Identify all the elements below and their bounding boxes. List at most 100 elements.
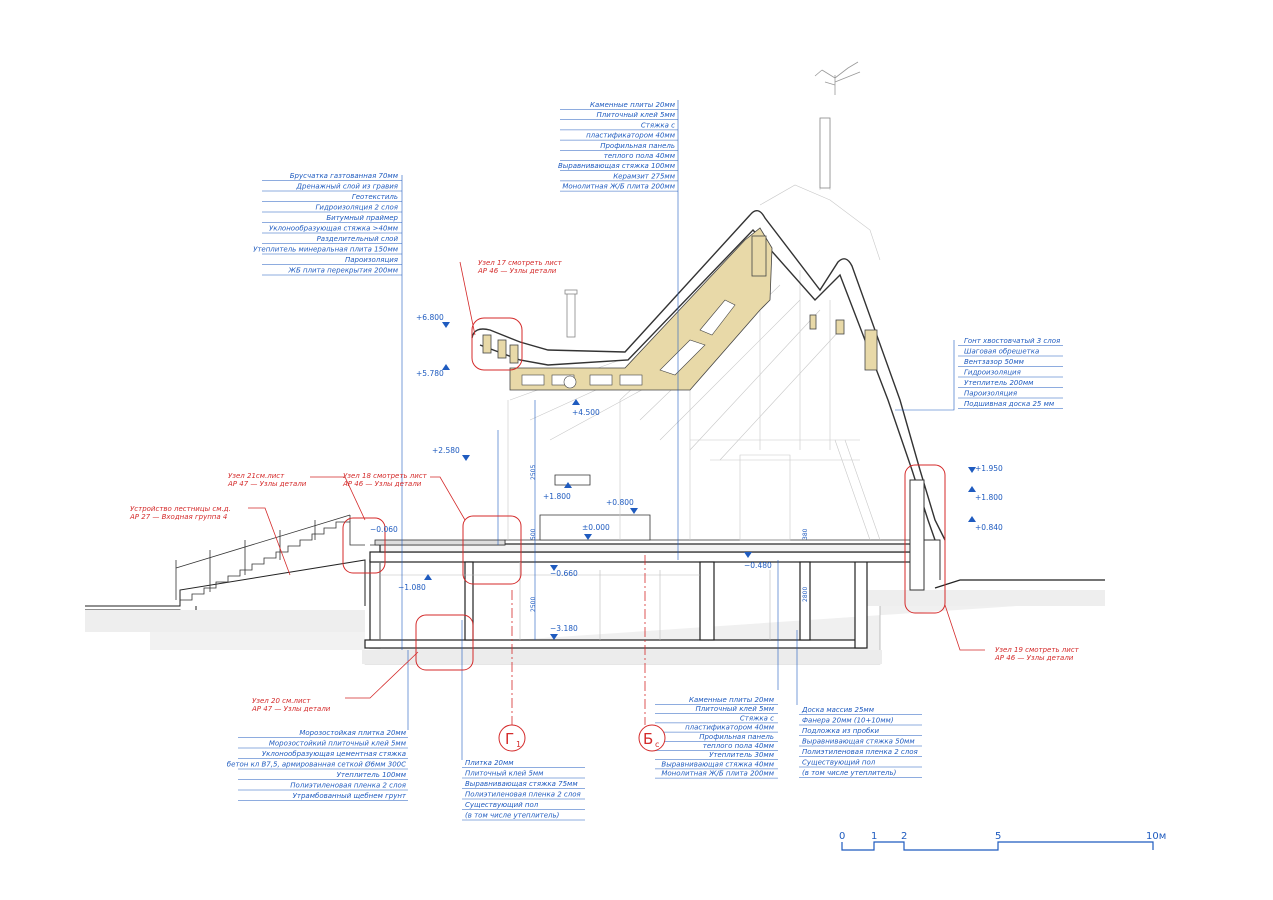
callout-line: Стяжка с (740, 714, 774, 722)
callout-line: ЖБ плита перекрытия 200мм (287, 267, 398, 275)
svg-text:2500: 2500 (530, 597, 537, 612)
svg-text:+6.800: +6.800 (416, 313, 444, 322)
svg-text:0: 0 (839, 831, 845, 842)
chimney (564, 117, 831, 338)
svg-text:10м: 10м (1146, 831, 1166, 842)
callout-line: теплого пола 40мм (703, 742, 775, 750)
svg-text:АР 47 — Узлы детали: АР 47 — Узлы детали (227, 480, 307, 488)
callout-line: Утеплитель 30мм (709, 751, 775, 759)
callout-line: Утеплитель 200мм (964, 379, 1034, 387)
level-m0060: −0.060 (370, 525, 398, 534)
svg-text:+1.800: +1.800 (975, 493, 1003, 502)
callout-line: Выравнивающая стяжка 50мм (802, 738, 915, 746)
level-1800a: +1.800 (543, 482, 572, 501)
callout-line: Подложка из пробки (802, 727, 880, 735)
callout-line: Существующий пол (465, 801, 539, 809)
callout-line: Выравнивающая стяжка 100мм (558, 162, 676, 170)
callout-line: Геотекстиль (352, 193, 398, 201)
callout-line: Полиэтиленовая пленка 2 слоя (802, 748, 918, 756)
svg-text:−0.660: −0.660 (550, 569, 578, 578)
svg-text:2: 2 (901, 831, 907, 842)
callout-line: Дренажный слой из гравия (296, 183, 398, 191)
svg-text:+1.800: +1.800 (543, 492, 571, 501)
svg-text:5: 5 (995, 831, 1001, 842)
svg-text:500: 500 (530, 528, 537, 540)
callout-line: Утрамбованный щебнем грунт (293, 792, 407, 800)
callout-line: Уклонообразующая стяжка >40мм (269, 225, 399, 233)
level-4500: +4.500 (572, 399, 600, 417)
callout-line: пластификатором 40мм (586, 132, 676, 140)
svg-text:АР 47 — Узлы детали: АР 47 — Узлы детали (251, 705, 331, 713)
callout-line: Керамзит 275мм (613, 172, 676, 180)
level-1800b: +1.800 (968, 486, 1003, 502)
callout-line: Плитка 20мм (465, 759, 514, 767)
svg-text:Б: Б (643, 730, 653, 748)
callout-line: (в том числе утеплитель) (802, 769, 897, 777)
svg-text:+0.800: +0.800 (606, 498, 634, 507)
node-18-label: Узел 18 смотреть лист АР 46 — Узлы детал… (342, 472, 428, 488)
level-marks: +6.800 +5.780 +4.500 +2.580 +1.800 +0.80… (370, 313, 1003, 640)
level-0000: ±0.000 (582, 523, 610, 540)
svg-text:Узел 19 смотреть лист: Узел 19 смотреть лист (995, 646, 1080, 654)
svg-text:Узел 21см.лист: Узел 21см.лист (228, 472, 285, 480)
callout-line: Гидроизоляция 2 слоя (316, 204, 399, 212)
tree-icon (814, 61, 861, 95)
stairs-label: Устройство лестницы см.д. АР 27 — Входна… (129, 505, 231, 521)
callout-line: Профильная панель (699, 733, 774, 741)
svg-text:Узел 17 смотреть лист: Узел 17 смотреть лист (478, 259, 563, 267)
callout-line: Утеплитель минеральная плита 150мм (253, 246, 399, 254)
callout-line: Полиэтиленовая пленка 2 слоя (465, 791, 581, 799)
callout-line: Уклонообразующая цементная стяжка (262, 750, 406, 758)
svg-text:Устройство лестницы см.д.: Устройство лестницы см.д. (130, 505, 231, 513)
svg-text:−1.080: −1.080 (398, 583, 426, 592)
callout-line: Гидроизоляция (964, 369, 1021, 377)
node-17-label: Узел 17 смотреть лист АР 46 — Узлы детал… (477, 259, 563, 275)
level-2580: +2.580 (432, 446, 470, 461)
callout-line: Выравнивающая стяжка 40мм (661, 760, 774, 768)
svg-text:+1.950: +1.950 (975, 464, 1003, 473)
svg-text:−3.180: −3.180 (550, 624, 578, 633)
svg-text:380: 380 (802, 528, 809, 540)
callout-line: Брусчатка газтованная 70мм (290, 172, 399, 180)
callout-line: Каменные плиты 20мм (689, 696, 775, 704)
svg-text:1: 1 (871, 831, 877, 842)
callout-line: теплого пола 40мм (604, 152, 676, 160)
callout-line: Полиэтиленовая пленка 2 слоя (290, 782, 406, 790)
svg-text:АР 46 — Узлы детали: АР 46 — Узлы детали (477, 267, 557, 275)
callout-line: Существующий пол (802, 759, 876, 767)
ground-floor (370, 474, 920, 546)
callout-line: Гонт хвостовчатый 3 слоя (964, 337, 1060, 345)
level-6800: +6.800 (416, 313, 450, 328)
svg-text:АР 27 — Входная группа 4: АР 27 — Входная группа 4 (129, 513, 227, 521)
node-20-label: Узел 20 см.лист АР 47 — Узлы детали (251, 697, 331, 713)
callout-line: Фанера 20мм (10+10мм) (802, 717, 894, 725)
level-m0660: −0.660 (550, 565, 578, 578)
callout-line: пластификатором 40мм (685, 724, 775, 732)
svg-text:Узел 18 смотреть лист: Узел 18 смотреть лист (343, 472, 428, 480)
level-0840: +0.840 (968, 516, 1003, 532)
callout-line: (в том числе утеплитель) (465, 812, 560, 820)
svg-text:−0.480: −0.480 (744, 561, 772, 570)
callout-line: Каменные плиты 20мм (590, 101, 676, 109)
callout-line: Пароизоляция (964, 390, 1017, 398)
svg-text:Узел 20 см.лист: Узел 20 см.лист (252, 697, 311, 705)
callout-line: Шаговая обрешетка (964, 348, 1039, 356)
svg-text:АР 46 — Узлы детали: АР 46 — Узлы детали (994, 654, 1074, 662)
scale-bar: 0 1 2 5 10м (839, 831, 1166, 851)
callout-line: Профильная панель (600, 142, 675, 150)
callout-line: Стяжка с (641, 121, 675, 129)
svg-text:+4.500: +4.500 (572, 408, 600, 417)
svg-text:+5.780: +5.780 (416, 369, 444, 378)
level-5780: +5.780 (416, 364, 450, 378)
level-1950: +1.950 (968, 464, 1003, 473)
svg-text:+0.840: +0.840 (975, 523, 1003, 532)
callout-line: Подшивная доска 25 мм (964, 400, 1055, 408)
callout-line: Битумный праймер (326, 214, 398, 222)
node-21-label: Узел 21см.лист АР 47 — Узлы детали (227, 472, 307, 488)
callout-line: Плиточный клей 5мм (465, 770, 544, 778)
